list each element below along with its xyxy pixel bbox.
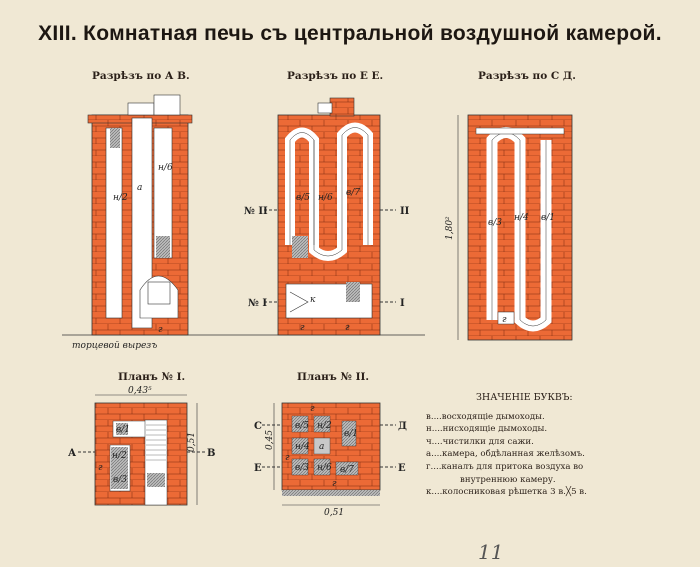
dimension-width: 0,51 xyxy=(324,508,344,518)
mark: в/5 xyxy=(296,193,310,203)
mark: г xyxy=(285,453,290,463)
cut-label-e: Е xyxy=(398,463,406,474)
mark: а xyxy=(319,442,324,452)
mark: н/6 xyxy=(318,193,333,203)
mark: в/7 xyxy=(346,188,360,198)
section-ab-drawing: н/2 а н/6 г торцевой вырезъ xyxy=(72,94,193,351)
mark: н/6 xyxy=(317,463,332,473)
cut-label-d: Д xyxy=(398,421,407,432)
plan-2-drawing: г в/5 н/2 в/1 н/4 а в/3 н/6 в/7 г г 0,45… xyxy=(254,402,407,518)
legend-item: к....колосниковая рѣшетка 3 в.╳5 в. xyxy=(426,487,587,498)
legend-item: ч....чистилки для сажи. xyxy=(426,436,534,447)
mark: н/2 xyxy=(317,421,332,431)
mark: в/3 xyxy=(113,475,127,485)
mark: н/2 xyxy=(112,451,127,461)
cut-label: I xyxy=(400,298,405,309)
mark: в/5 xyxy=(295,421,309,431)
cut-label: № I xyxy=(248,298,267,309)
dimension-width: 0,43⁵ xyxy=(128,386,152,396)
mark: в/1 xyxy=(344,429,358,439)
legend-item: а....камера, обдѣланная желѣзомъ. xyxy=(426,449,585,460)
cut-label-b: В xyxy=(207,448,215,459)
legend-item: г....каналъ для притока воздуха во xyxy=(426,461,584,472)
cut-label-c: С xyxy=(254,421,262,432)
section-cd-label: Разрѣзъ по С Д. xyxy=(478,70,576,82)
mark: н/4 xyxy=(295,442,310,452)
mark: г xyxy=(332,479,337,489)
plan-1-label: Планъ № I. xyxy=(118,371,186,383)
mark: г xyxy=(310,404,315,414)
mark: г xyxy=(345,323,350,333)
mark: г xyxy=(158,325,163,335)
mark: а xyxy=(137,183,142,193)
section-ee-label: Разрѣзъ по Е Е. xyxy=(287,70,384,82)
mark: н/2 xyxy=(113,193,128,203)
dimension-depth: 0,51 xyxy=(187,432,197,452)
page-number: 11 xyxy=(478,540,504,564)
dimension-depth: 0,45 xyxy=(265,430,275,450)
plan-2-label: Планъ № II. xyxy=(297,371,370,383)
legend-item: внутреннюю камеру. xyxy=(460,474,556,485)
mark: в/1 xyxy=(116,425,130,435)
mark: в/7 xyxy=(340,465,354,475)
section-ab-note: торцевой вырезъ xyxy=(72,341,157,351)
cut-label: II xyxy=(400,206,410,217)
cut-label: № II xyxy=(244,206,268,217)
mark: в/3 xyxy=(488,218,502,228)
mark: к xyxy=(310,295,316,305)
page-title: XIII. Комнатная печь съ центральной возд… xyxy=(38,22,662,45)
legend-item: в....восходящіе дымоходы. xyxy=(426,411,545,422)
mark: в/3 xyxy=(295,463,309,473)
mark: г xyxy=(502,315,507,325)
legend-heading: ЗНАЧЕНІЕ БУКВЪ: xyxy=(476,392,573,403)
mark: н/6 xyxy=(158,163,173,173)
plan-1-drawing: 0,43⁵ 0,51 в/1 н/2 в/3 г А В xyxy=(68,386,215,506)
cut-label-a: А xyxy=(68,448,77,459)
mark: г xyxy=(300,323,305,333)
section-ee-drawing: в/5 н/6 в/7 к г г № II II № I I xyxy=(244,97,410,336)
dimension-height: 1,80² xyxy=(445,216,455,240)
mark: в/1 xyxy=(541,213,555,223)
legend: ЗНАЧЕНІЕ БУКВЪ: в....восходящіе дымоходы… xyxy=(426,392,587,499)
section-ab-label: Разрѣзъ по А В. xyxy=(92,70,190,82)
mark: н/4 xyxy=(514,213,529,223)
cut-label-e: Е xyxy=(254,463,262,474)
legend-item: н....нисходящіе дымоходы. xyxy=(426,424,548,435)
section-cd-drawing: в/3 н/4 в/1 г 1,80² xyxy=(445,114,573,341)
mark: г xyxy=(98,463,103,473)
